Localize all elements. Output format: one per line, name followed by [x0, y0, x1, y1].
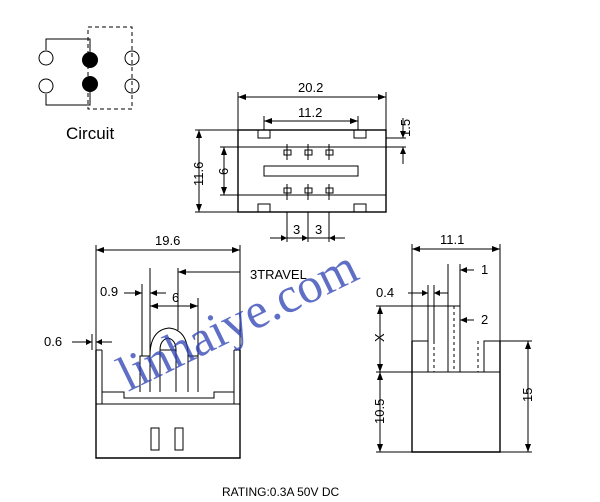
top-overall-width-label: 20.2	[298, 80, 323, 95]
front-view-window-left	[150, 427, 160, 451]
top-inner-width-label: 11.2	[298, 105, 322, 120]
side-view-body	[411, 341, 501, 453]
circuit-terminal-right-bottom	[124, 78, 140, 94]
circuit-title: Circuit	[66, 124, 114, 143]
circuit-wire-top	[45, 38, 91, 53]
front-travel-label: 3TRAVEL	[250, 267, 307, 282]
front-pin-spacing-label: 6	[172, 290, 179, 305]
top-view-body	[237, 129, 387, 213]
circuit-terminal-left-bottom	[38, 78, 54, 94]
front-pin-thickness-label: 0.6	[44, 334, 62, 349]
front-view: 19.6 3TRAVEL 0.9 6 0.6	[44, 233, 307, 459]
watermark: linhaiye.com	[108, 238, 366, 402]
circuit-terminal-left-top	[38, 50, 54, 66]
top-pitch-right-label: 3	[315, 222, 322, 237]
front-view-window-right	[174, 427, 184, 451]
top-inner-height-label: 6	[216, 168, 231, 175]
rating-text: RATING:0.3A 50V DC	[222, 485, 339, 499]
side-tab-width-label: 1	[481, 262, 488, 277]
side-actuator-height-label: X	[372, 333, 387, 342]
side-tab-thickness-label: 0.4	[376, 285, 394, 300]
circuit-dashed-frame	[87, 26, 133, 110]
top-view-pin-pads	[283, 144, 334, 200]
side-overall-width-label: 11.1	[440, 232, 464, 247]
top-view: 20.2 11.2 1.5 11.6 6	[191, 80, 413, 242]
front-pin-width-label: 0.9	[100, 284, 118, 299]
circuit-terminal-center-bottom	[82, 76, 98, 92]
circuit-wire-bottom	[45, 91, 91, 106]
side-slot-width-label: 2	[481, 312, 488, 327]
top-view-slider-slot	[263, 165, 359, 177]
side-total-height-label: 15	[520, 388, 535, 402]
side-view: 11.1 1 0.4 2 X 10.5	[372, 232, 535, 453]
front-overall-width-label: 19.6	[155, 233, 180, 248]
top-right-offset-label: 1.5	[398, 119, 413, 137]
side-body-height-label: 10.5	[372, 399, 387, 424]
top-pitch-left-label: 3	[293, 222, 300, 237]
top-overall-height-label: 11.6	[191, 162, 206, 186]
circuit-symbol: Circuit	[38, 26, 140, 143]
circuit-terminal-center-top	[82, 52, 98, 68]
circuit-terminal-right-top	[124, 50, 140, 66]
